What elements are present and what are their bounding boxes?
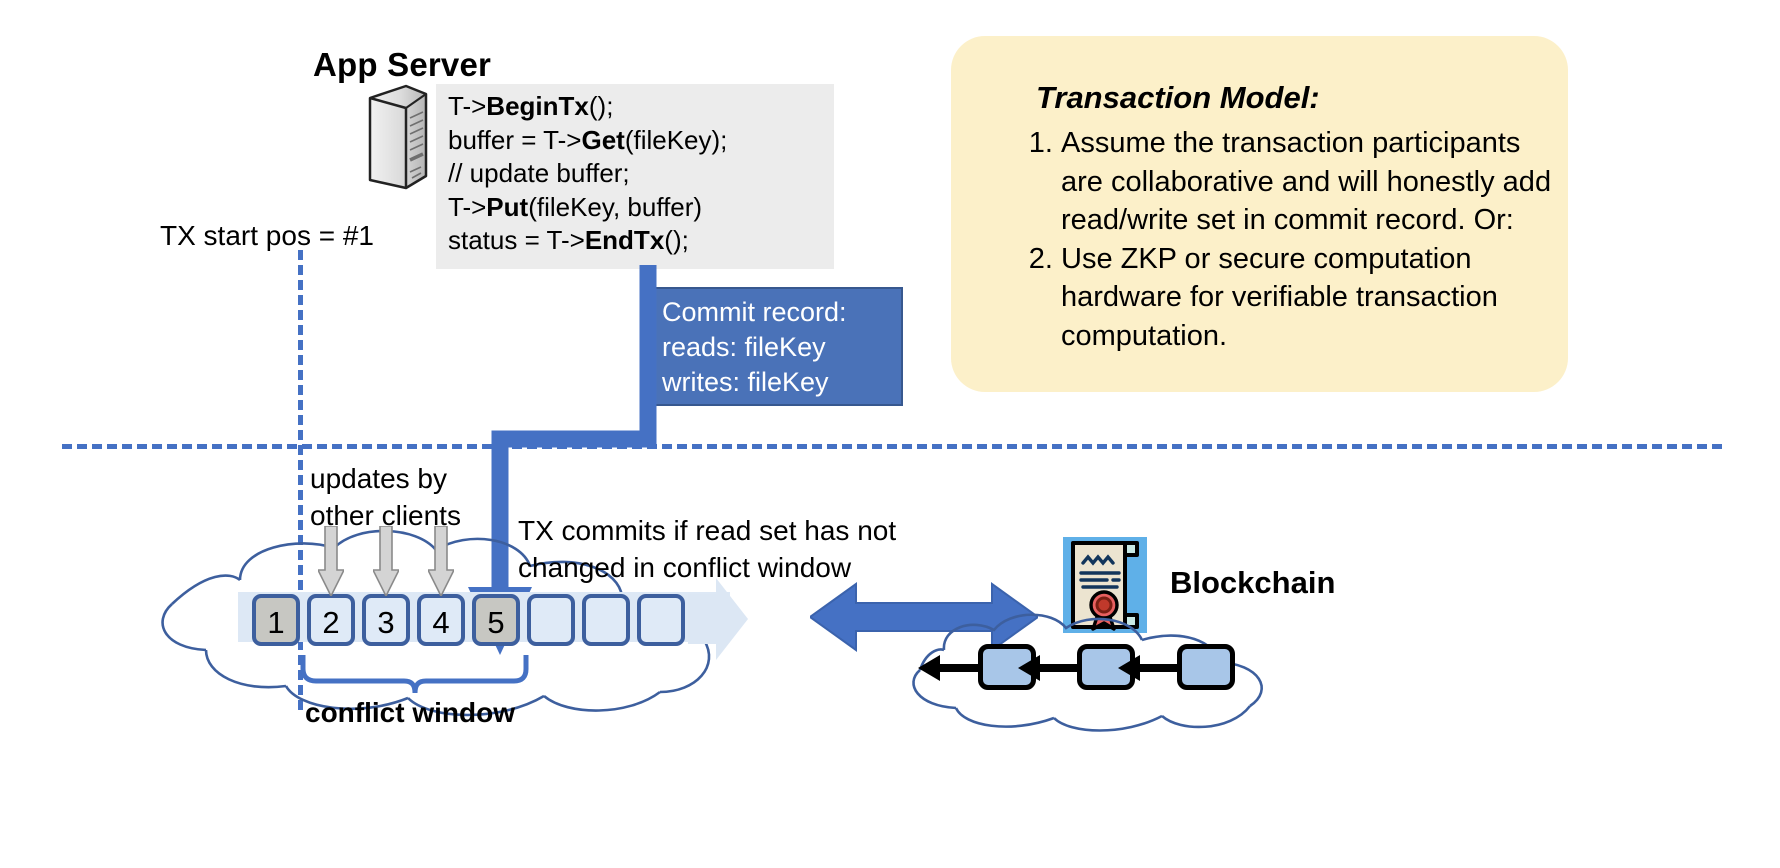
- commit-record-title: Commit record:: [662, 297, 847, 327]
- conflict-window-brace: [300, 655, 530, 702]
- server-icon: [366, 84, 430, 192]
- tx-start-dashed-line: [298, 250, 303, 710]
- log-continues-arrow: [688, 578, 748, 665]
- log-box[interactable]: [527, 594, 575, 646]
- app-server-title: App Server: [313, 46, 492, 83]
- code-line: T->BeginTx();: [448, 91, 614, 121]
- transaction-model-item: Use ZKP or secure computation hardware f…: [1061, 240, 1558, 356]
- transaction-model-title: Transaction Model:: [1036, 80, 1320, 115]
- commit-record-reads: reads: fileKey: [662, 332, 826, 362]
- blockchain-link-arrow-icon: [918, 655, 980, 686]
- code-line: T->Put(fileKey, buffer): [448, 191, 703, 222]
- updates-label-line2: other clients: [310, 500, 461, 531]
- tx-commits-note: TX commits if read set has not changed i…: [518, 512, 896, 586]
- log-box[interactable]: 4: [417, 594, 465, 646]
- code-line: buffer = T->Get(fileKey);: [448, 124, 728, 155]
- update-arrow-icon: [426, 525, 456, 598]
- blockchain-label: Blockchain: [1170, 565, 1336, 600]
- log-box[interactable]: 1: [252, 594, 300, 646]
- log-box[interactable]: [637, 594, 685, 646]
- tx-commits-line1: TX commits if read set has not: [518, 515, 897, 546]
- code-block: T->BeginTx(); buffer = T->Get(fileKey); …: [436, 84, 834, 269]
- code-line: // update buffer;: [448, 158, 630, 188]
- code-line: status = T->EndTx();: [448, 225, 689, 255]
- transaction-model-item: Assume the transaction participants are …: [1061, 124, 1558, 240]
- log-box[interactable]: [582, 594, 630, 646]
- blockchain-link-arrow-icon: [1018, 655, 1080, 686]
- commit-record-writes: writes: fileKey: [662, 367, 829, 397]
- log-box[interactable]: 5: [472, 594, 520, 646]
- tx-commits-line2: changed in conflict window: [518, 552, 852, 583]
- transaction-model-callout: Transaction Model: Assume the transactio…: [951, 36, 1568, 392]
- tx-start-pos-label: TX start pos = #1: [160, 220, 374, 251]
- update-arrow-icon: [316, 525, 346, 598]
- updates-by-other-clients-label: updates by other clients: [310, 460, 461, 534]
- blockchain-link-arrow-icon: [1118, 655, 1180, 686]
- conflict-window-label: conflict window: [305, 697, 515, 728]
- horizontal-dashed-divider: [62, 444, 1722, 449]
- update-arrow-icon: [371, 525, 401, 598]
- certificate-icon: [1063, 537, 1147, 633]
- log-box[interactable]: 3: [362, 594, 410, 646]
- updates-label-line1: updates by: [310, 463, 447, 494]
- commit-record-box: Commit record: reads: fileKey writes: fi…: [645, 287, 903, 406]
- transaction-model-list: Assume the transaction participants are …: [1019, 124, 1558, 355]
- blockchain-block[interactable]: [1177, 644, 1235, 690]
- log-box[interactable]: 2: [307, 594, 355, 646]
